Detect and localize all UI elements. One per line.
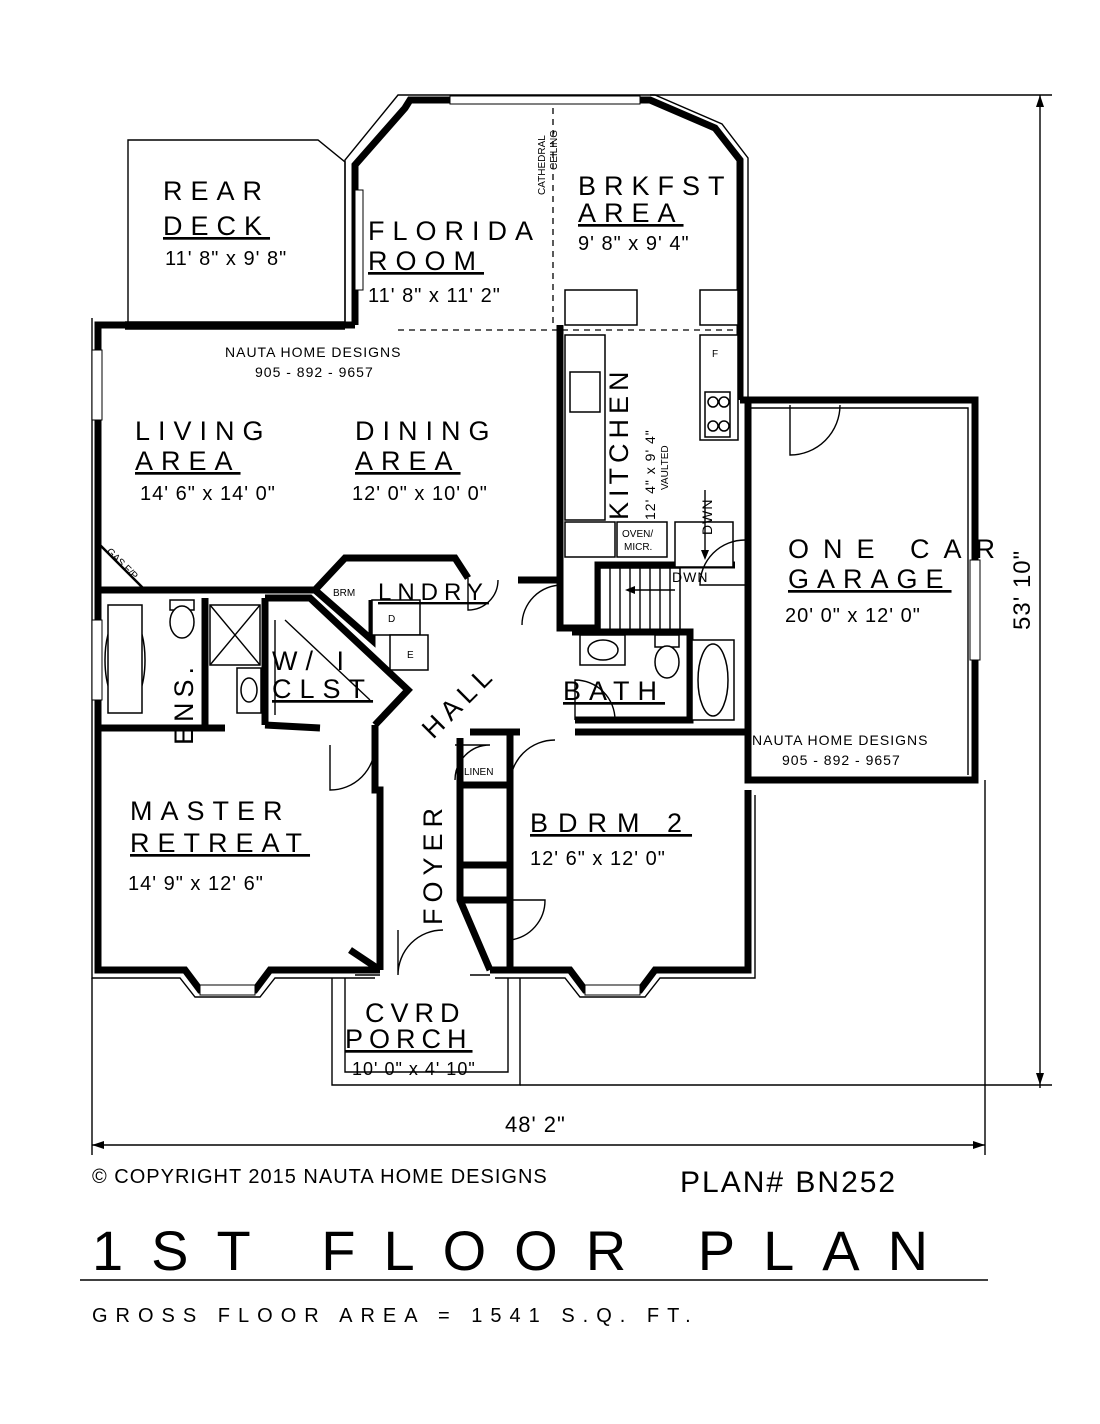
florida-room-label-2: ROOM (368, 246, 484, 276)
ens-label: ENS. (169, 662, 199, 745)
porch-label-1: CVRD (365, 998, 466, 1028)
porch-size: 10' 0" x 4' 10" (352, 1059, 476, 1079)
credit-name-2: NAUTA HOME DESIGNS (752, 732, 928, 748)
dining-label-1: DINING (355, 416, 498, 446)
depth-dimension: 53' 10" (1009, 550, 1036, 630)
kitchen-size: 12' 4" x 9' 4" (642, 429, 658, 520)
florida-room-size: 11' 8" x 11' 2" (368, 285, 501, 307)
credit-phone-2: 905 - 892 - 9657 (782, 752, 901, 768)
gas-fp-label: GAS F/P (104, 546, 140, 582)
living-label-2: AREA (135, 446, 241, 476)
dwn-label-2: DWN (672, 569, 708, 585)
kitchen-note: VAULTED (660, 445, 671, 490)
oven-label-1: OVEN/ (622, 529, 653, 540)
garage-label-2: GARAGE (788, 564, 952, 594)
dimension-lines (91, 94, 1052, 1155)
page-title: 1ST FLOOR PLAN (92, 1219, 956, 1282)
d-label: D (388, 614, 395, 625)
gross-area-text: GROSS FLOOR AREA = 1541 S.Q. FT. (92, 1305, 699, 1327)
width-dimension: 48' 2" (505, 1112, 566, 1137)
kitchen-label: KITCHEN (604, 366, 634, 520)
master-label-1: MASTER (130, 796, 291, 826)
master-size: 14' 9" x 12' 6" (128, 873, 264, 895)
credit-name-1: NAUTA HOME DESIGNS (225, 344, 401, 360)
garage-label-1: ONE CAR (788, 534, 1009, 564)
bdrm2-label: BDRM 2 (530, 808, 692, 838)
living-label-1: LIVING (135, 416, 272, 446)
linen-label: LINEN (464, 767, 493, 778)
brm-label: BRM (333, 588, 355, 599)
ceiling-label: CEILING (549, 130, 560, 170)
foyer-label: FOYER (418, 802, 448, 925)
garage-size: 20' 0" x 12' 0" (785, 605, 921, 627)
bdrm2-size: 12' 6" x 12' 0" (530, 848, 666, 870)
porch-label-2: PORCH (345, 1024, 473, 1054)
dwn-label-1: DWN (699, 499, 715, 535)
plan-number: PLAN# BN252 (680, 1166, 897, 1199)
wi-clst-label-1: W/ I (272, 646, 352, 676)
exterior-walls (91, 94, 981, 998)
living-size: 14' 6" x 14' 0" (140, 483, 276, 505)
credit-phone-1: 905 - 892 - 9657 (255, 364, 374, 380)
florida-room-label-1: FLORIDA (368, 216, 541, 246)
rear-deck-label-1: REAR (163, 176, 270, 206)
brkfst-label-1: BRKFST (578, 171, 733, 201)
e-label: E (407, 650, 414, 661)
lndry-label: LNDRY (378, 579, 489, 606)
rear-deck-label-2: DECK (163, 211, 270, 241)
room-labels: REAR DECK 11' 8" x 9' 8" FLORIDA ROOM 11… (104, 130, 1009, 1079)
brkfst-size: 9' 8" x 9' 4" (578, 233, 690, 255)
dining-label-2: AREA (355, 446, 461, 476)
brkfst-label-2: AREA (578, 198, 684, 228)
rear-deck-size: 11' 8" x 9' 8" (165, 248, 287, 270)
dining-size: 12' 0" x 10' 0" (352, 483, 488, 505)
oven-label-2: MICR. (624, 542, 652, 553)
f-label: F (712, 349, 718, 360)
wi-clst-label-2: CLST (272, 674, 373, 704)
cathedral-label: CATHEDRAL (537, 135, 548, 195)
copyright-text: © COPYRIGHT 2015 NAUTA HOME DESIGNS (92, 1166, 548, 1188)
interior-walls (98, 108, 841, 1086)
bath-label: BATH (563, 676, 665, 706)
master-label-2: RETREAT (130, 828, 310, 858)
